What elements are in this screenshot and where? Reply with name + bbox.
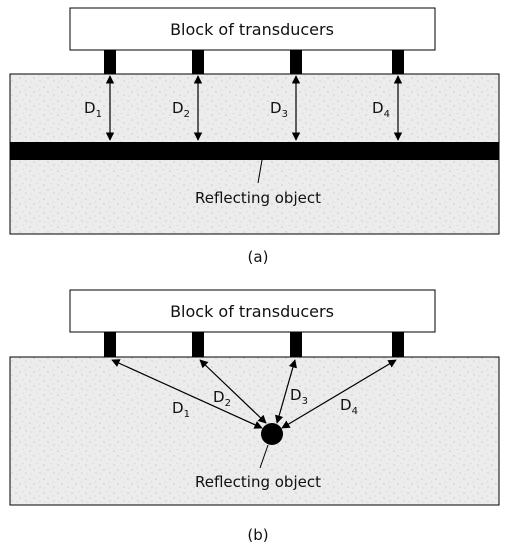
transducer-3-b — [290, 332, 302, 357]
transducer-1-b — [104, 332, 116, 357]
transducer-block-a — [69, 7, 436, 51]
distance-arrow-4-b — [281, 359, 397, 429]
distance-label-3-a: D3 — [270, 99, 288, 120]
distance-label-2-b: D2 — [213, 388, 231, 409]
transducer-2-b — [192, 332, 204, 357]
transducer-3-a — [290, 50, 302, 74]
block-label-a: Block of transducers — [170, 20, 334, 39]
distance-label-3-b: D3 — [290, 386, 308, 407]
transducer-4-a — [392, 50, 404, 74]
distance-label-2-a: D2 — [172, 99, 190, 120]
distance-label-4-a: D4 — [372, 99, 390, 120]
object-leader-a — [257, 159, 263, 184]
reflecting-layer — [10, 142, 499, 160]
distance-arrow-2-b — [199, 359, 267, 424]
transducer-block-b — [69, 289, 436, 333]
distance-label-1-b: D1 — [172, 399, 190, 420]
panel-b: Block of transducers D1 D2 D3 D4 Reflect… — [9, 289, 500, 544]
distance-label-4-b: D4 — [340, 396, 358, 417]
transducer-1-a — [104, 50, 116, 74]
distance-label-1-a: D1 — [84, 99, 102, 120]
caption-b: (b) — [247, 526, 268, 544]
object-leader-b — [259, 444, 269, 469]
transducer-4-b — [392, 332, 404, 357]
caption-a: (a) — [248, 248, 269, 266]
object-label-a: Reflecting object — [195, 189, 321, 207]
object-label-b: Reflecting object — [195, 473, 321, 491]
transducer-2-a — [192, 50, 204, 74]
reflecting-point — [261, 423, 283, 445]
block-label-b: Block of transducers — [170, 302, 334, 321]
panel-a: Block of transducers D1 D2 D3 D4 Reflect… — [9, 7, 500, 266]
